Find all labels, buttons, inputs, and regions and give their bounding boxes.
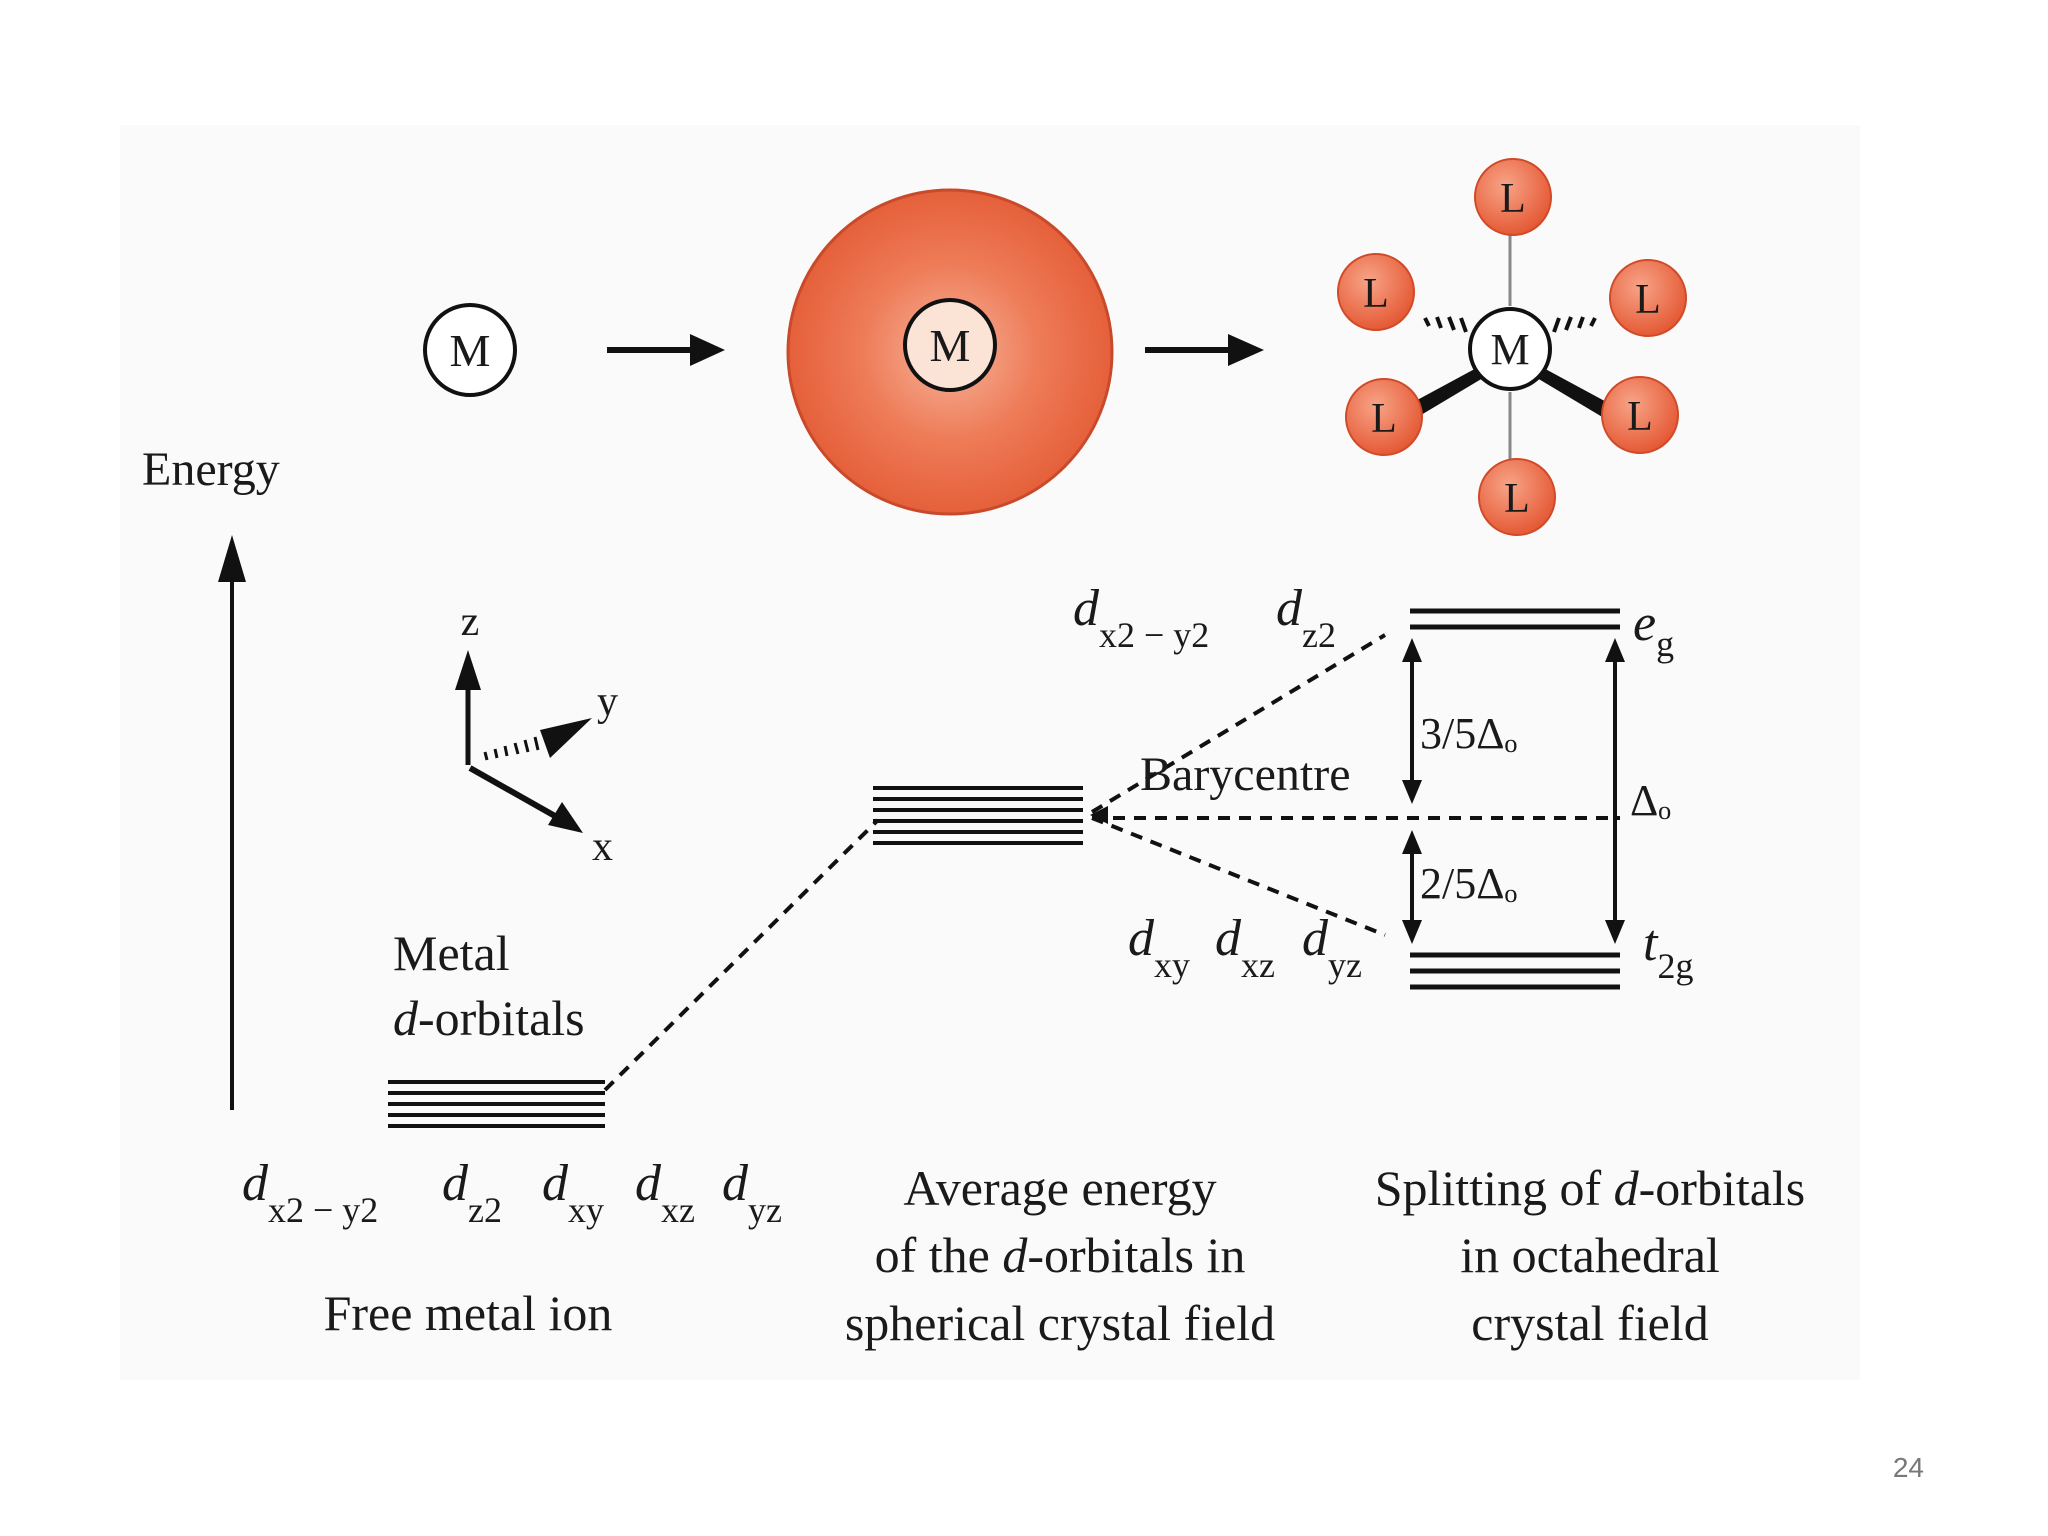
svg-text:dyz: dyz bbox=[1302, 910, 1362, 985]
three-fifths-label: 3/5Δₒ bbox=[1420, 709, 1517, 758]
svg-text:dxz: dxz bbox=[635, 1155, 695, 1230]
svg-text:dz2: dz2 bbox=[1276, 580, 1336, 655]
svg-text:L: L bbox=[1627, 394, 1653, 440]
spherical-levels bbox=[873, 786, 1083, 845]
slide-number: 24 bbox=[1892, 1452, 1924, 1483]
t2g-symmetry-label: t2g bbox=[1643, 915, 1693, 986]
svg-text:dxy: dxy bbox=[542, 1155, 604, 1230]
two-fifths-arrow bbox=[1402, 830, 1422, 944]
ligand-lower-right: L bbox=[1601, 376, 1679, 454]
eg-orbital-labels: dx2 − y2 dz2 bbox=[1073, 580, 1336, 655]
connector-free-to-spherical bbox=[603, 818, 880, 1092]
free-metal-symbol: M bbox=[450, 325, 491, 376]
t2g-levels bbox=[1410, 952, 1620, 990]
three-fifths-arrow bbox=[1402, 638, 1422, 804]
eg-levels bbox=[1410, 608, 1620, 630]
ligand-upper-right: L bbox=[1609, 259, 1687, 337]
spherical-field: M bbox=[786, 188, 1114, 516]
ligand-top: L bbox=[1474, 158, 1552, 236]
energy-label: Energy bbox=[142, 443, 280, 496]
sphere-metal-symbol: M bbox=[930, 320, 971, 371]
octa-metal-symbol: M bbox=[1490, 325, 1529, 374]
axis-z-label: z bbox=[461, 599, 480, 645]
svg-text:L: L bbox=[1371, 396, 1397, 442]
octahedral-complex: L L L L L L M bbox=[1337, 158, 1687, 536]
svg-text:L: L bbox=[1363, 271, 1389, 317]
coordinate-axes: z y x bbox=[455, 599, 618, 870]
metal-d-orbitals-line2: d-orbitals bbox=[393, 990, 585, 1046]
svg-text:dx2 − y2: dx2 − y2 bbox=[1073, 580, 1209, 655]
metal-d-orbitals-line1: Metal bbox=[393, 925, 510, 981]
svg-text:L: L bbox=[1500, 176, 1526, 222]
two-fifths-label: 2/5Δₒ bbox=[1420, 859, 1517, 908]
t2g-orbital-labels: dxy dxz dyz bbox=[1128, 910, 1362, 985]
free-metal-ion: M bbox=[423, 303, 517, 397]
delta-o-arrow bbox=[1605, 638, 1625, 944]
axis-x-label: x bbox=[592, 824, 613, 870]
splitting-dashes bbox=[1090, 633, 1620, 937]
svg-text:L: L bbox=[1504, 476, 1530, 522]
energy-axis: Energy bbox=[142, 443, 280, 1110]
caption-octa-line1: Splitting of d-orbitals bbox=[1375, 1160, 1806, 1216]
free-ion-orbital-labels: dx2 − y2 dz2 dxy dxz dyz bbox=[242, 1155, 782, 1230]
svg-text:L: L bbox=[1635, 277, 1661, 323]
caption-octa-line2: in octahedral bbox=[1460, 1227, 1720, 1283]
svg-text:dz2: dz2 bbox=[442, 1155, 502, 1230]
barycentre-label: Barycentre bbox=[1140, 748, 1351, 801]
svg-text:dxy: dxy bbox=[1128, 910, 1190, 985]
caption-spherical-line1: Average energy bbox=[903, 1160, 1216, 1216]
free-ion-levels bbox=[388, 1080, 605, 1128]
delta-o-label: Δₒ bbox=[1630, 776, 1671, 825]
caption-octa-line3: crystal field bbox=[1471, 1295, 1708, 1351]
axis-y-label: y bbox=[597, 679, 618, 725]
caption-spherical-line2: of the d-orbitals in bbox=[875, 1227, 1246, 1283]
svg-text:dxz: dxz bbox=[1215, 910, 1275, 985]
eg-symmetry-label: eg bbox=[1633, 595, 1674, 664]
svg-text:dyz: dyz bbox=[722, 1155, 782, 1230]
transition-arrow-1 bbox=[607, 334, 725, 366]
barycentre-arrowhead bbox=[1090, 806, 1108, 824]
svg-text:dx2 − y2: dx2 − y2 bbox=[242, 1155, 378, 1230]
caption-spherical-line3: spherical crystal field bbox=[845, 1295, 1275, 1351]
transition-arrow-2 bbox=[1145, 334, 1264, 366]
ligand-lower-left: L bbox=[1345, 378, 1423, 456]
ligand-upper-left: L bbox=[1337, 253, 1415, 331]
caption-free-ion: Free metal ion bbox=[324, 1285, 613, 1341]
ligand-bottom: L bbox=[1478, 458, 1556, 536]
